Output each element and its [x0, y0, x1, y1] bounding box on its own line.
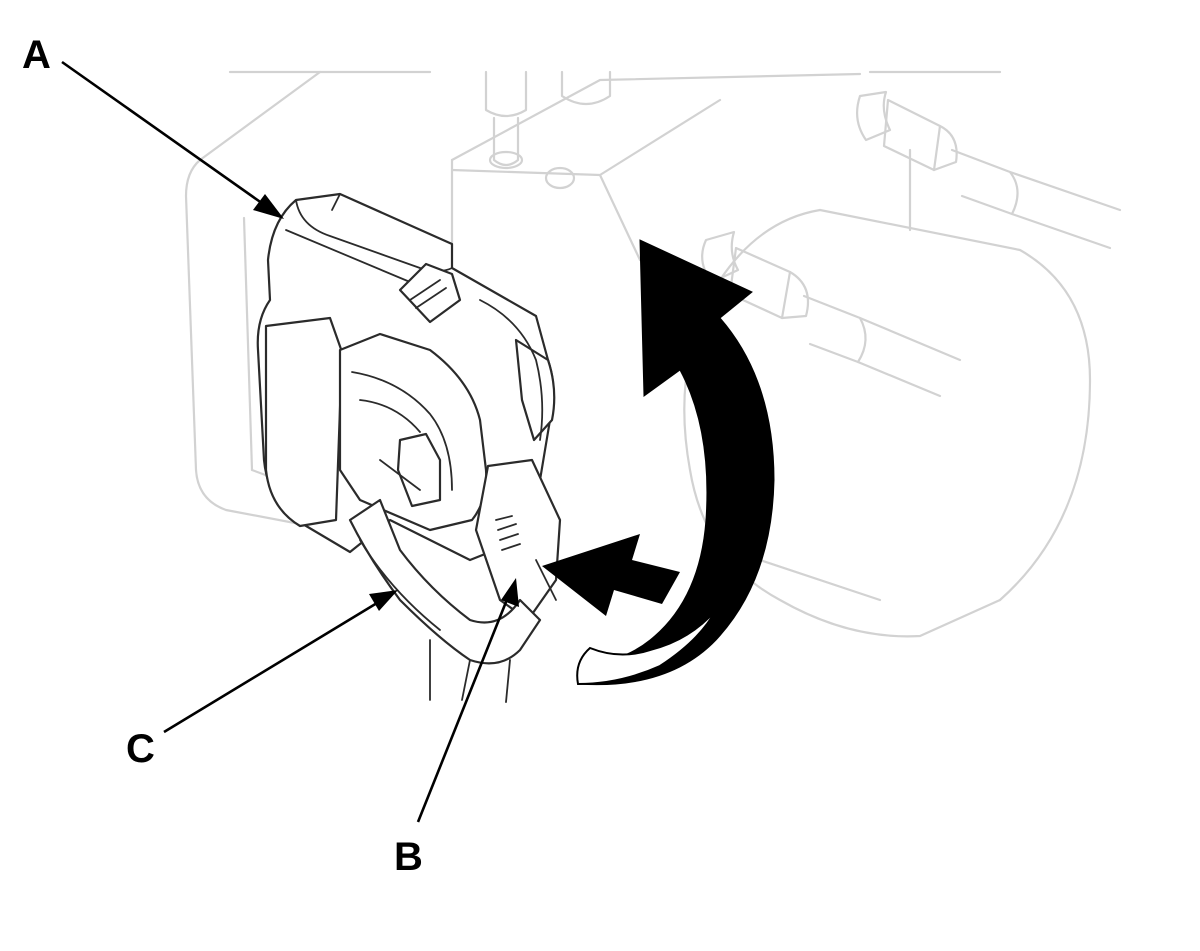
push-arrow: [542, 534, 680, 616]
callout-label-c: C: [126, 727, 155, 771]
background-unit: [184, 70, 1122, 638]
callout-b-leader: [416, 578, 519, 823]
electrical-connector: [256, 192, 562, 703]
callout-label-b: B: [394, 835, 423, 879]
rotate-arrow: [576, 239, 775, 686]
callout-label-a: A: [22, 33, 51, 77]
callout-c-leader: [163, 590, 398, 734]
callout-a-leader: [61, 60, 284, 219]
